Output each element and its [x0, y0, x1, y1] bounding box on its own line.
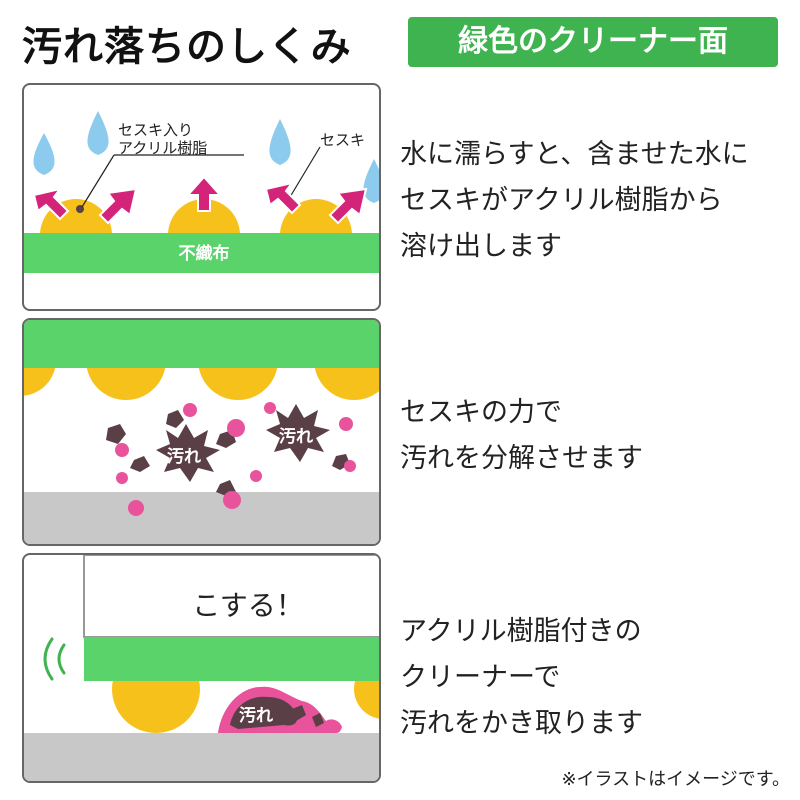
description-scrape: アクリル樹脂付きの クリーナーで 汚れをかき取ります [400, 609, 643, 747]
dirt-label-right: 汚れ [279, 426, 313, 447]
callout-line [81, 154, 115, 208]
description-dissolve: 水に濡らすと、含ませた水に セスキがアクリル樹脂から 溶け出します [400, 132, 749, 270]
description-line: 汚れをかき取ります [400, 708, 643, 739]
footnote: ※イラストはイメージです。 [561, 769, 790, 790]
arrow-up-right-icon [98, 187, 138, 225]
scrape-illustration: こする！ 汚れ [24, 555, 379, 781]
description-line: クリーナーで [400, 662, 561, 693]
page-title: 汚れ落ちのしくみ [22, 24, 352, 70]
water-drop-icon [87, 111, 109, 155]
dirt-fragments [292, 705, 324, 727]
fabric-bar [24, 320, 379, 368]
dirt-burst [266, 404, 330, 462]
label-sesuki: セスキ [320, 131, 365, 149]
description-line: セスキがアクリル樹脂から [400, 185, 723, 216]
description-line: アクリル樹脂付きの [400, 616, 642, 647]
dissolve-illustration: 不織布 セスキ入り アクリル樹脂 セスキ [24, 111, 379, 273]
water-drop-icon [363, 159, 379, 203]
arrow-up-icon [185, 175, 223, 212]
arrow-up-left-icon [264, 181, 302, 215]
floor-surface [24, 733, 379, 781]
dirt-label-left: 汚れ [167, 446, 201, 467]
panel-scrape: こする！ 汚れ [22, 553, 381, 783]
description-line: セスキの力で [400, 397, 562, 428]
water-drop-icon [269, 119, 291, 165]
dirt-pile [230, 696, 298, 729]
arrow-up-left-icon [32, 187, 70, 221]
cleaner-body [83, 555, 379, 638]
description-line: 汚れを分解させます [400, 443, 643, 474]
cleaner-side-badge: 緑色のクリーナー面 [408, 17, 778, 67]
rub-label: こする！ [192, 589, 303, 622]
cleaner-green-pad [84, 637, 379, 681]
water-drop-icon [33, 133, 55, 175]
dirt-burst [156, 424, 220, 482]
dirt-label: 汚れ [239, 705, 273, 726]
panel-decompose: 汚れ 汚れ [22, 318, 381, 546]
label-sesuki-acrylic-2: アクリル樹脂 [118, 139, 207, 157]
panel-dissolve: 不織布 セスキ入り アクリル樹脂 セスキ [22, 83, 381, 311]
callout-line [289, 146, 321, 198]
fabric-bar [24, 233, 379, 273]
arrow-up-right-icon [328, 187, 368, 225]
release-arrows [32, 175, 368, 225]
description-line: 水に濡らすと、含ませた水に [400, 139, 749, 170]
motion-lines-icon [43, 637, 66, 681]
label-sesuki-acrylic-1: セスキ入り [118, 121, 193, 139]
description-decompose: セスキの力で 汚れを分解させます [400, 390, 643, 482]
fabric-label: 不織布 [179, 243, 230, 264]
sesuki-particles [115, 402, 356, 516]
decompose-illustration: 汚れ 汚れ [24, 320, 379, 544]
description-line: 溶け出します [400, 231, 562, 262]
floor-surface [24, 492, 379, 544]
dirt-fragments [106, 410, 350, 496]
